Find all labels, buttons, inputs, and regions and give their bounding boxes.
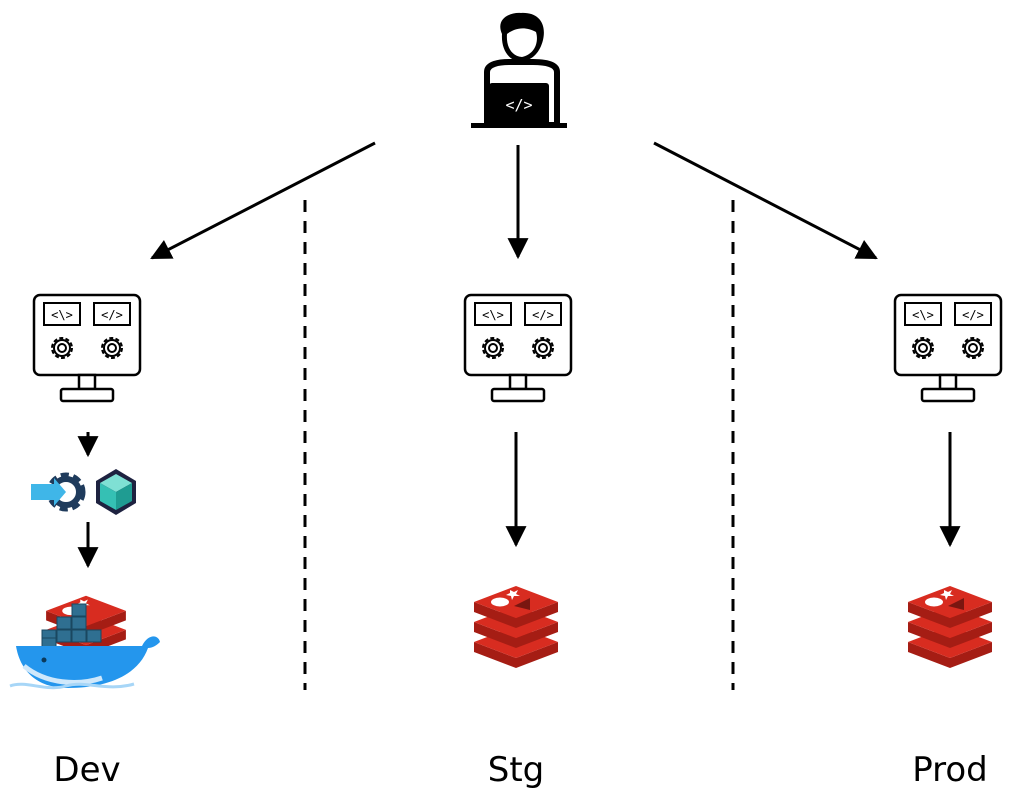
prod-server-icon: [893, 293, 1003, 403]
docker-redis-icon: [9, 595, 160, 690]
stg-redis-icon: [474, 586, 558, 668]
package-cube-icon: [96, 469, 136, 515]
env-label-prod: Prod: [912, 750, 988, 790]
dev-server-icon: [32, 293, 142, 403]
arrow-to-prod: [653, 141, 878, 260]
deploy-pipeline-icon: [31, 472, 86, 512]
svg-text:</>: </>: [505, 96, 532, 114]
arrow-to-dev: [150, 141, 376, 260]
developer-icon: </>: [471, 12, 567, 128]
env-label-stg: Stg: [487, 750, 545, 790]
prod-redis-icon: [908, 586, 992, 668]
env-label-dev: Dev: [53, 750, 121, 790]
stg-server-icon: [463, 293, 573, 403]
